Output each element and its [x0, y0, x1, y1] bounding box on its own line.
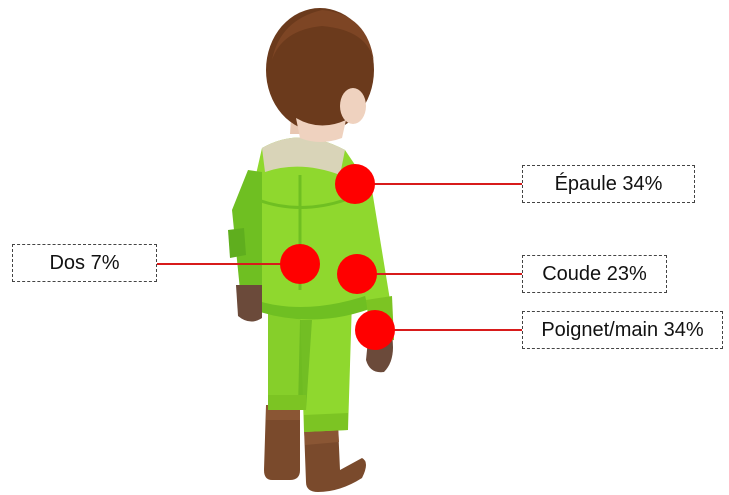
head [266, 8, 374, 142]
ear [340, 88, 366, 124]
marker-epaule [335, 164, 375, 204]
legs [268, 300, 352, 432]
label-coude: Coude 23% [522, 255, 667, 293]
marker-coude [337, 254, 377, 294]
label-dos: Dos 7% [12, 244, 157, 282]
label-epaule: Épaule 34% [522, 165, 695, 203]
marker-dos [280, 244, 320, 284]
left-arm [228, 170, 262, 322]
left-glove [236, 285, 262, 322]
label-poignet: Poignet/main 34% [522, 311, 723, 349]
marker-poignet [355, 310, 395, 350]
